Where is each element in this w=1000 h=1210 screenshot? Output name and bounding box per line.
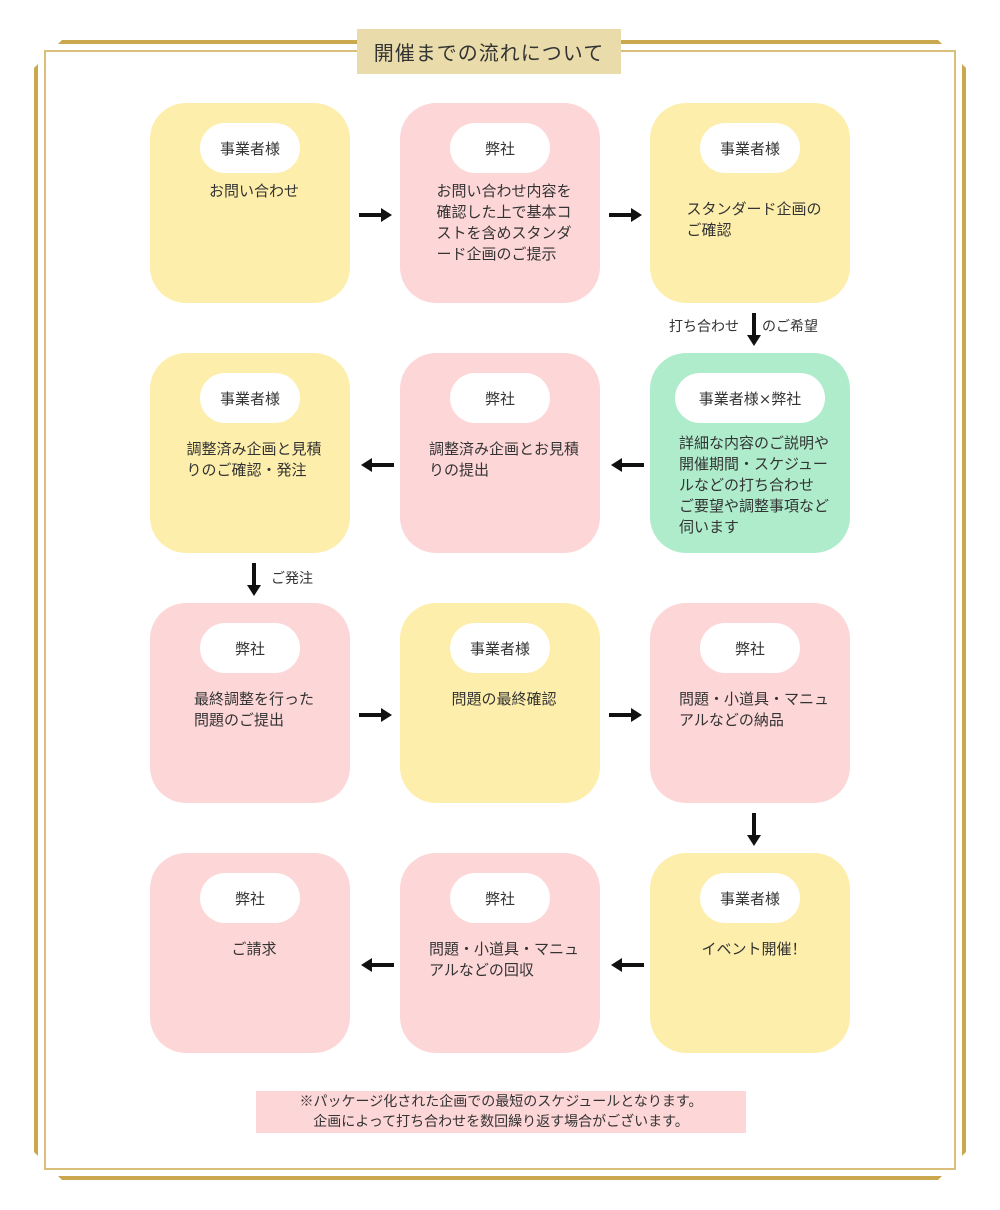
step-card-r2c1: 事業者様 調整済み企画と見積 りのご確認・発注 <box>150 353 350 553</box>
actor-badge: 事業者様 <box>450 623 550 673</box>
arrow-right-icon <box>359 705 393 725</box>
step-card-r4c2: 弊社 問題・小道具・マニュ アルなどの回収 <box>400 853 600 1053</box>
actor-badge: 弊社 <box>450 373 550 423</box>
footnote-line: 企画によって打ち合わせを数回繰り返す場合がございます。 <box>313 1114 689 1130</box>
connector-label: のご希望 <box>762 319 818 335</box>
step-text: スタンダード企画の ご確認 <box>686 200 822 239</box>
step-text: イベント開催！ <box>701 940 807 958</box>
step-text: お問い合わせ <box>208 182 299 200</box>
step-text: 最終調整を行った 問題のご提出 <box>193 690 314 729</box>
step-card-r3c1: 弊社 最終調整を行った 問題のご提出 <box>150 603 350 803</box>
arrow-down-icon <box>744 813 764 847</box>
step-card-r4c1: 弊社 ご請求 <box>150 853 350 1053</box>
arrow-down-icon <box>744 313 764 347</box>
footnote-line: ※パッケージ化された企画での最短のスケジュールとなります。 <box>299 1094 703 1110</box>
step-card-r3c2: 事業者様 問題の最終確認 <box>400 603 600 803</box>
arrow-left-icon <box>360 955 394 975</box>
step-text: 調整済み企画とお見積 りの提出 <box>428 440 579 479</box>
step-text: 問題・小道具・マニュ アルなどの納品 <box>678 690 829 729</box>
actor-badge: 弊社 <box>450 873 550 923</box>
step-text: ご請求 <box>231 940 277 958</box>
actor-badge: 事業者様×弊社 <box>675 373 825 423</box>
arrow-left-icon <box>610 455 644 475</box>
step-text: お問い合わせ内容を 確認した上で基本コ ストを含めスタンダ ード企画のご提示 <box>436 182 572 263</box>
step-card-r2c3: 事業者様×弊社 詳細な内容のご説明や 開催期間・スケジュー ルなどの打ち合わせ … <box>650 353 850 553</box>
arrow-left-icon <box>360 455 394 475</box>
step-text: 問題・小道具・マニュ アルなどの回収 <box>428 940 579 979</box>
actor-badge: 弊社 <box>200 873 300 923</box>
step-text: 詳細な内容のご説明や 開催期間・スケジュー ルなどの打ち合わせ ご要望や調整事項… <box>678 434 829 536</box>
arrow-right-icon <box>609 705 643 725</box>
arrow-left-icon <box>610 955 644 975</box>
actor-badge: 弊社 <box>200 623 300 673</box>
step-card-r1c1: 事業者様 お問い合わせ <box>150 103 350 303</box>
actor-badge: 事業者様 <box>700 873 800 923</box>
step-card-r4c3: 事業者様 イベント開催！ <box>650 853 850 1053</box>
connector-label: 打ち合わせ <box>669 319 739 335</box>
step-card-r3c3: 弊社 問題・小道具・マニュ アルなどの納品 <box>650 603 850 803</box>
step-text: 問題の最終確認 <box>451 690 557 708</box>
arrow-right-icon <box>609 205 643 225</box>
actor-badge: 事業者様 <box>700 123 800 173</box>
footnote: ※パッケージ化された企画での最短のスケジュールとなります。 企画によって打ち合わ… <box>256 1091 746 1133</box>
arrow-down-icon <box>244 563 264 597</box>
page-title: 開催までの流れについて <box>357 29 621 74</box>
step-text: 調整済み企画と見積 りのご確認・発注 <box>186 440 322 479</box>
actor-badge: 弊社 <box>700 623 800 673</box>
actor-badge: 事業者様 <box>200 373 300 423</box>
actor-badge: 弊社 <box>450 123 550 173</box>
step-card-r1c3: 事業者様 スタンダード企画の ご確認 <box>650 103 850 303</box>
actor-badge: 事業者様 <box>200 123 300 173</box>
step-card-r2c2: 弊社 調整済み企画とお見積 りの提出 <box>400 353 600 553</box>
step-card-r1c2: 弊社 お問い合わせ内容を 確認した上で基本コ ストを含めスタンダ ード企画のご提… <box>400 103 600 303</box>
connector-label: ご発注 <box>271 571 313 587</box>
arrow-right-icon <box>359 205 393 225</box>
